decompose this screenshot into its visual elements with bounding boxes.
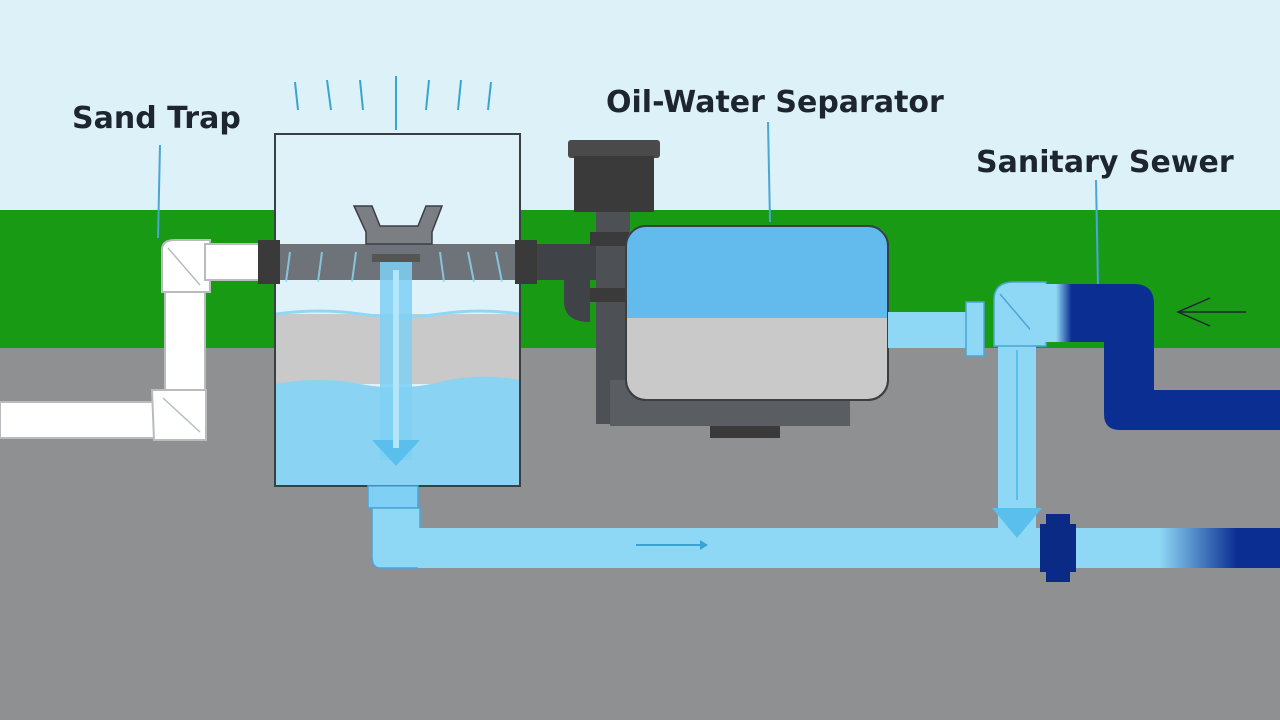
- trap-fitting: [352, 205, 444, 245]
- ows-outlet-flange: [965, 301, 985, 357]
- sanitary-sewer-label: Sanitary Sewer: [976, 145, 1234, 180]
- sewer-outlet-pipe-lower: [1104, 342, 1154, 402]
- arrow-icon: [372, 440, 420, 466]
- ows-inlet-riser: [564, 140, 660, 424]
- arrow-left-icon: [1176, 297, 1246, 327]
- ows-outlet-pipe: [888, 312, 970, 348]
- sewer-coupling: [1040, 514, 1076, 582]
- through-pipe: [258, 240, 608, 284]
- arrow-icon: [700, 540, 708, 550]
- sand-trap-leader: [157, 144, 161, 239]
- elbow-seam-top: [167, 247, 201, 286]
- white-inlet-pipe: [0, 239, 271, 441]
- elbow-seam-bottom: [162, 397, 201, 433]
- arrow-icon: [992, 508, 1042, 538]
- sand-trap-label: Sand Trap: [72, 101, 241, 136]
- spray-lines: [285, 251, 503, 283]
- trap-outlet-cap: [372, 254, 420, 262]
- sewer-leader: [1095, 179, 1099, 287]
- rain-lines: [294, 76, 492, 130]
- oil-water-separator-tank: [610, 225, 889, 438]
- oil-water-separator-label: Oil-Water Separator: [606, 85, 944, 120]
- sewer-elbow-seam: [999, 293, 1035, 335]
- ows-leader: [767, 121, 771, 223]
- main-drain-pipe: [418, 528, 1280, 568]
- trap-drain-fitting: [367, 485, 421, 569]
